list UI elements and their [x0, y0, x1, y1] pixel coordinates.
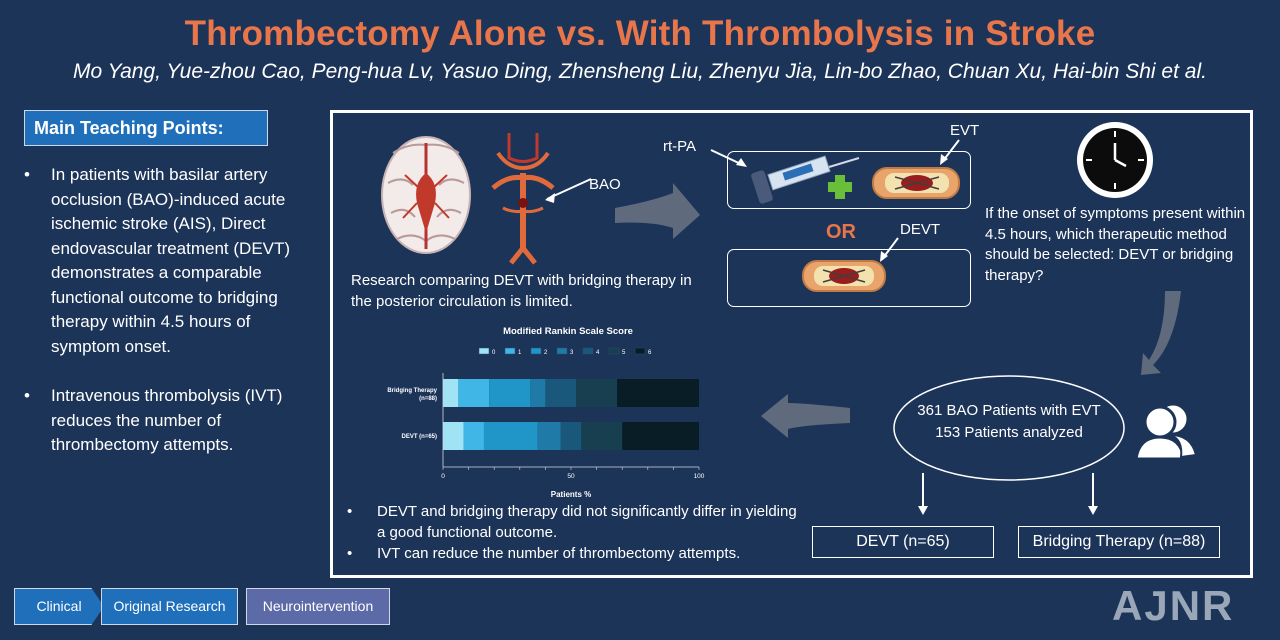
bar-segment-mrs-2 [489, 379, 531, 407]
bar-segment-mrs-3 [537, 422, 561, 450]
research-note: Research comparing DEVT with bridging th… [351, 272, 692, 310]
or-label: OR [826, 221, 856, 243]
conclusion-text: DEVT and bridging therapy did not signif… [377, 503, 797, 541]
devt-option-box [727, 249, 971, 307]
x-tick-label: 0 [441, 473, 445, 480]
plus-icon [828, 175, 852, 199]
bar-segment-mrs-4 [545, 379, 577, 407]
rtpa-label: rt-PA [663, 138, 697, 155]
teaching-point-text: Intravenous thrombolysis (IVT) reduces t… [51, 386, 283, 454]
patients-analyzed: 153 Patients analyzed [935, 424, 1083, 441]
clinical-question: If the onset of symptoms present within … [985, 205, 1246, 284]
bridging-group-box: Bridging Therapy (n=88) [1018, 526, 1220, 558]
legend-swatch-3 [556, 347, 568, 355]
legend-label-3: 3 [570, 350, 574, 356]
bridging-option-box [727, 151, 971, 209]
tag-neurointervention[interactable]: Neurointervention [246, 588, 390, 625]
legend-label-1: 1 [518, 350, 522, 356]
teaching-points-heading: Main Teaching Points: [24, 110, 268, 146]
legend-label-0: 0 [492, 350, 496, 356]
bar-segment-mrs-2 [483, 422, 538, 450]
legend-swatch-5 [608, 347, 620, 355]
teaching-point-2: • Intravenous thrombolysis (IVT) reduces… [24, 384, 314, 464]
category-label: DEVT (n=65) [401, 434, 437, 440]
patients-enrolled: 361 BAO Patients with EVT [917, 402, 1101, 419]
x-tick-label: 100 [694, 473, 705, 480]
legend-swatch-2 [530, 347, 542, 355]
bar-segment-mrs-4 [560, 422, 582, 450]
bar-segment-mrs-5 [581, 422, 623, 450]
bullet-marker: • [24, 386, 30, 405]
legend-label-4: 4 [596, 350, 600, 356]
bar-segment-mrs-5 [576, 379, 618, 407]
brain-icon [381, 136, 471, 254]
devt-group-box: DEVT (n=65) [812, 526, 994, 558]
mrs-chart: Modified Rankin Scale Score 0 1 2 3 4 5 6 Brid… [387, 326, 705, 499]
page-title: Thrombectomy Alone vs. With Thrombolysis… [184, 14, 1096, 53]
x-tick-label: 50 [567, 473, 575, 480]
vessel-clot-icon [872, 167, 960, 199]
vessel-clot-icon [802, 260, 886, 292]
tag-clinical[interactable]: Clinical [14, 588, 104, 625]
devt-label: DEVT [900, 221, 941, 238]
bullet-marker: • [347, 545, 353, 562]
bar-segment-mrs-6 [622, 422, 699, 450]
flow-arrow-left [761, 394, 850, 438]
bao-label: BAO [589, 176, 621, 193]
panel-illustrations [381, 122, 1198, 515]
chart-title: Modified Rankin Scale Score [503, 326, 633, 337]
flow-arrow-down [1141, 291, 1181, 375]
bar-segment-mrs-1 [463, 422, 484, 450]
legend-swatch-6 [634, 347, 646, 355]
legend-label-5: 5 [622, 350, 626, 356]
syringe-icon [751, 155, 860, 204]
bullet-marker: • [347, 503, 353, 520]
legend-swatch-1 [504, 347, 516, 355]
patients-ellipse [893, 375, 1125, 481]
chart-legend: 0 1 2 3 4 5 6 [478, 347, 652, 356]
category-label: Bridging Therapy(n=88) [387, 388, 437, 402]
legend-label-6: 6 [648, 350, 652, 356]
study-panel: BAO rt-PA EVT OR DEVT If the onset of sy… [330, 110, 1253, 578]
bar-segment-mrs-6 [617, 379, 699, 407]
basilar-artery-icon [491, 133, 555, 265]
chart-x-axis: 0 50 100 [441, 373, 705, 480]
teaching-point-1: • In patients with basilar artery occlus… [24, 163, 314, 363]
legend-swatch-4 [582, 347, 594, 355]
ajnr-logo: AJNR [1112, 582, 1235, 629]
authors-line: Mo Yang, Yue-zhou Cao, Peng-hua Lv, Yasu… [73, 60, 1207, 83]
legend-swatch-0 [478, 347, 490, 355]
patients-icon [1134, 402, 1198, 461]
chart-bars: Bridging Therapy(n=88) DEVT (n=65) [387, 379, 699, 450]
evt-label: EVT [950, 122, 980, 139]
bar-segment-mrs-0 [443, 379, 459, 407]
teaching-point-text: In patients with basilar artery occlusio… [51, 165, 291, 356]
conclusion-text: IVT can reduce the number of thrombectom… [377, 545, 741, 562]
bullet-marker: • [24, 165, 30, 184]
bar-segment-mrs-1 [458, 379, 490, 407]
flow-arrow-right [615, 183, 700, 239]
chart-x-label: Patients % [551, 490, 591, 499]
clock-icon [1077, 122, 1153, 198]
bar-segment-mrs-0 [443, 422, 464, 450]
tag-original-research[interactable]: Original Research [101, 588, 238, 625]
legend-label-2: 2 [544, 350, 548, 356]
bar-segment-mrs-3 [530, 379, 546, 407]
